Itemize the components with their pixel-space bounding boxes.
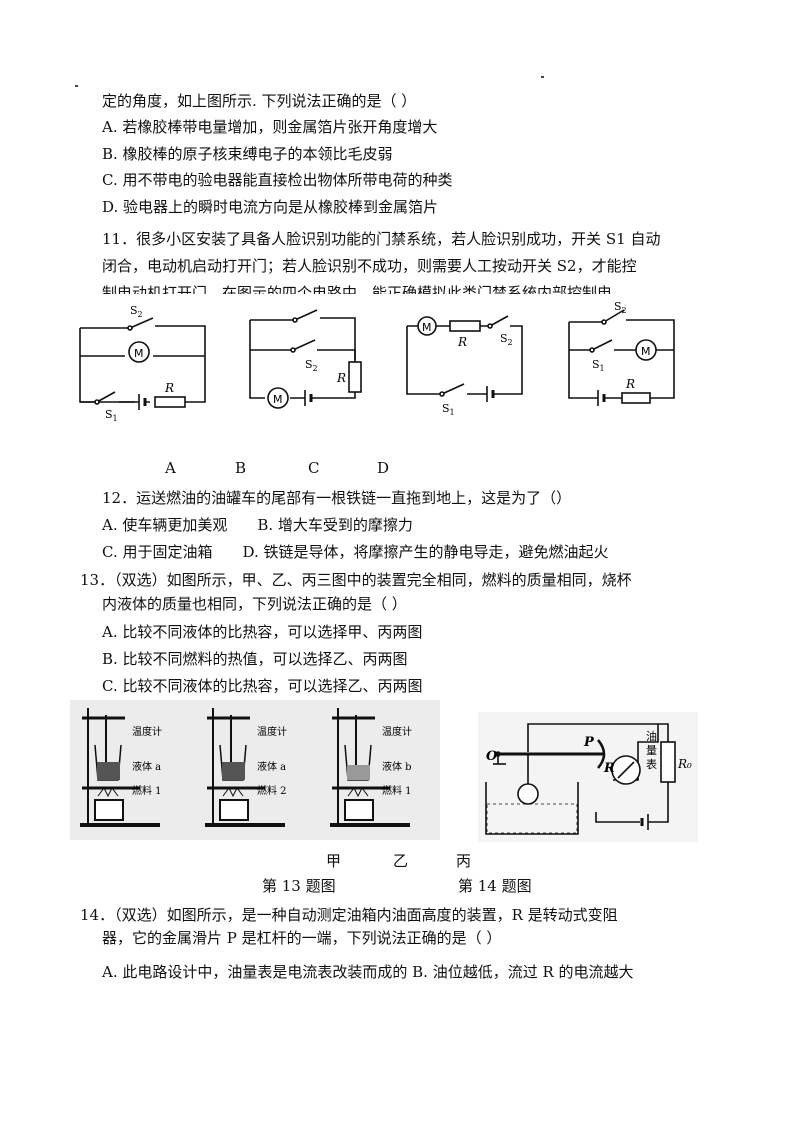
gauge-label-1: 油	[646, 729, 657, 743]
switch-s2-label: S2	[614, 300, 627, 315]
q13-option-c: C. 比较不同液体的比热容，可以选择乙、丙两图	[102, 677, 423, 695]
q14-figure-caption: 第 14 题图	[458, 877, 532, 895]
switch-s1-label: S1	[592, 358, 605, 373]
circuit-c-label: C	[308, 459, 320, 477]
resistor-label: R	[164, 381, 174, 395]
svg-text:燃料 1: 燃料 1	[382, 784, 412, 797]
svg-text:燃料 1: 燃料 1	[132, 784, 162, 797]
q11-stem-line3: 制电动机打开门，在图示的四个电路中，能正确模拟此类门禁系统内部控制电	[102, 284, 613, 302]
q13-option-b: B. 比较不同燃料的热值，可以选择乙、丙两图	[102, 650, 408, 668]
q14-options-ab: A. 此电路设计中，油量表是电流表改装而成的 B. 油位越低，流过 R 的电流越…	[102, 963, 634, 981]
fig-label-yi: 乙	[393, 852, 409, 870]
scan-mark	[541, 76, 544, 78]
svg-text:温度计: 温度计	[257, 725, 287, 738]
q10-option-b: B. 橡胶棒的原子核束缚电子的本领比毛皮弱	[102, 145, 393, 163]
gauge-label-3: 表	[646, 757, 657, 771]
pivot-o-label: O	[486, 749, 498, 764]
q14-figure: O P R 油 量 表 R₀	[478, 712, 698, 842]
switch-s1-label: S1	[105, 408, 118, 421]
circuit-a: S2 M R S1	[79, 304, 206, 421]
q11-stem-line2: 闭合，电动机启动打开门；若人脸识别不成功，则需要人工按动开关 S2，才能控	[102, 257, 637, 275]
q12-stem: 12．运送燃油的油罐车的尾部有一根铁链一直拖到地上，这是为了（）	[102, 489, 572, 507]
resistor-label: R	[457, 335, 467, 349]
switch-s1-label: S1	[442, 402, 455, 417]
svg-text:液体 b: 液体 b	[382, 760, 412, 773]
q13-figures: 温度计 液体 a 燃料 1 温度计 液体 a 燃料 2	[70, 700, 440, 840]
circuit-b: S2 R M	[249, 309, 362, 409]
svg-text:温度计: 温度计	[382, 725, 412, 738]
svg-text:液体 a: 液体 a	[132, 760, 161, 773]
q13-stem-line2: 内液体的质量也相同，下列说法正确的是（ ）	[102, 595, 407, 613]
switch-s2-label: S2	[305, 358, 318, 373]
q12-options-cd: C. 用于固定油箱 D. 铁链是导体，将摩擦产生的静电导走，避免燃油起火	[102, 543, 609, 561]
circuit-d: S2 M S1 R	[568, 300, 675, 406]
slider-p-label: P	[583, 735, 595, 750]
q14-stem-line1: 14．（双选）如图所示，是一种自动测定油箱内油面高度的装置，R 是转动式变阻	[80, 906, 618, 924]
fig-label-jia: 甲	[326, 852, 342, 870]
gauge-label-2: 量	[646, 744, 657, 757]
svg-text:液体 a: 液体 a	[257, 760, 286, 773]
rheostat-r-label: R	[603, 761, 615, 776]
circuit-a-label: A	[165, 459, 176, 477]
apparatus-bing: 温度计 液体 b 燃料 1	[320, 700, 440, 840]
q10-stem: 定的角度，如上图所示. 下列说法正确的是（ ）	[102, 92, 417, 110]
resistor-label: R	[336, 371, 346, 385]
switch-s2-label: S2	[500, 332, 513, 347]
circuit-d-label: D	[377, 459, 390, 477]
motor-label: M	[273, 393, 283, 406]
q13-figure-caption: 第 13 题图	[262, 877, 336, 895]
q13-stem-line1: 13．（双选）如图所示，甲、乙、丙三图中的装置完全相同，燃料的质量相同，烧杯	[80, 571, 632, 589]
circuit-c: M R S2 S1	[406, 315, 523, 417]
q11-stem-line1: 11．很多小区安装了具备人脸识别功能的门禁系统，若人脸识别成功，开关 S1 自动	[102, 230, 661, 248]
q14-stem-line2: 器，它的金属滑片 P 是杠杆的一端，下列说法正确的是（ ）	[102, 929, 502, 947]
fig-label-bing: 丙	[456, 852, 472, 870]
apparatus-yi: 温度计 液体 a 燃料 2	[195, 700, 320, 840]
q12-options-ab: A. 使车辆更加美观 B. 增大车受到的摩擦力	[102, 516, 413, 534]
q10-option-a: A. 若橡胶棒带电量增加，则金属箔片张开角度增大	[102, 118, 438, 136]
scan-mark	[75, 85, 78, 87]
motor-label: M	[422, 321, 432, 334]
motor-label: M	[641, 345, 651, 358]
q13-option-a: A. 比较不同液体的比热容，可以选择甲、丙两图	[102, 623, 423, 641]
svg-text:温度计: 温度计	[132, 725, 162, 738]
svg-text:燃料 2: 燃料 2	[257, 784, 287, 797]
r0-label: R₀	[677, 757, 692, 771]
q10-option-d: D. 验电器上的瞬时电流方向是从橡胶棒到金属箔片	[102, 198, 439, 216]
circuit-b-label: B	[235, 459, 247, 477]
resistor-label: R	[625, 377, 635, 391]
apparatus-jia: 温度计 液体 a 燃料 1	[70, 700, 195, 840]
q10-option-c: C. 用不带电的验电器能直接检出物体所带电荷的种类	[102, 171, 453, 189]
motor-label: M	[134, 347, 144, 360]
switch-s2-label: S2	[130, 304, 143, 319]
